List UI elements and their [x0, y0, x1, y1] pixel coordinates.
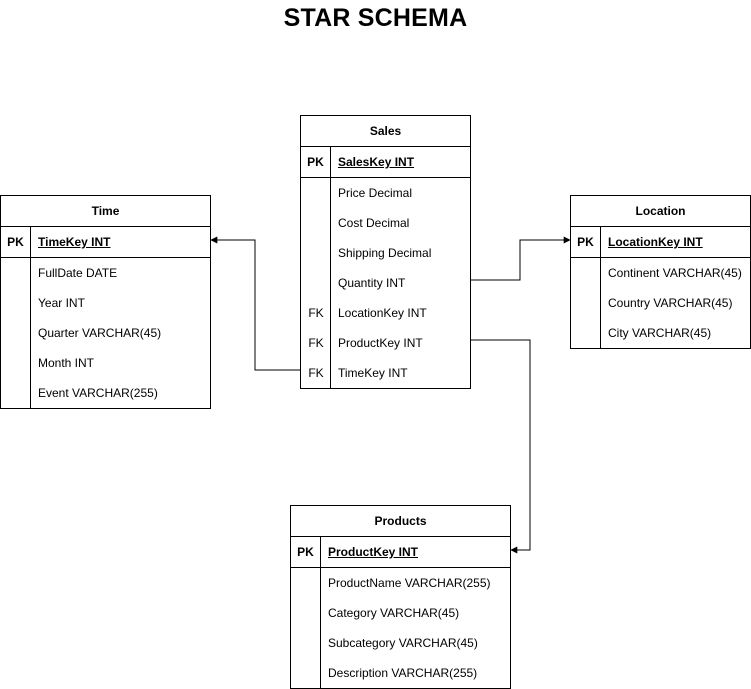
table-products-header: Products	[291, 506, 510, 537]
table-sales-header: Sales	[301, 116, 470, 147]
edge-sales-products	[470, 339, 531, 554]
pk-label: PK	[1, 227, 31, 257]
table-row[interactable]: Event VARCHAR(255)	[31, 378, 210, 408]
field-label: Quarter VARCHAR(45)	[38, 326, 162, 340]
table-row[interactable]: Quantity INT	[301, 268, 470, 298]
field-label: Continent VARCHAR(45)	[608, 266, 742, 280]
field-label: TimeKey INT	[338, 366, 408, 380]
edge-sales-location	[470, 236, 571, 281]
table-row[interactable]: FullDate DATE	[31, 258, 210, 288]
table-products[interactable]: Products PK ProductKey INT ProductName V…	[290, 505, 511, 689]
key-column	[1, 258, 31, 408]
field-label: Event VARCHAR(255)	[38, 386, 158, 400]
key-label	[301, 268, 331, 298]
pk-field: TimeKey INT	[38, 235, 111, 249]
field-label: Category VARCHAR(45)	[328, 606, 460, 620]
pk-label: PK	[291, 537, 321, 567]
field-label: Subcategory VARCHAR(45)	[328, 636, 478, 650]
key-label	[301, 178, 331, 208]
table-location-header: Location	[571, 196, 750, 227]
edge-sales-time	[210, 236, 300, 371]
key-label: FK	[308, 306, 324, 320]
field-label: Cost Decimal	[338, 216, 410, 230]
table-row[interactable]: Country VARCHAR(45)	[601, 288, 750, 318]
pk-field: ProductKey INT	[328, 545, 419, 559]
table-row[interactable]: Category VARCHAR(45)	[321, 598, 510, 628]
pk-field: SalesKey INT	[338, 155, 415, 169]
table-products-pk-row[interactable]: PK ProductKey INT	[291, 537, 510, 568]
table-row[interactable]: Price Decimal	[301, 178, 470, 208]
field-label: ProductKey INT	[338, 336, 423, 350]
table-row[interactable]: City VARCHAR(45)	[601, 318, 750, 348]
table-row[interactable]: Continent VARCHAR(45)	[601, 258, 750, 288]
field-label: Quantity INT	[338, 276, 406, 290]
table-location-pk-row[interactable]: PK LocationKey INT	[571, 227, 750, 258]
field-label: ProductName VARCHAR(255)	[328, 576, 491, 590]
table-row[interactable]: Year INT	[31, 288, 210, 318]
table-row[interactable]: Quarter VARCHAR(45)	[31, 318, 210, 348]
table-row[interactable]: Month INT	[31, 348, 210, 378]
table-time-pk-row[interactable]: PK TimeKey INT	[1, 227, 210, 258]
field-label: Year INT	[38, 296, 85, 310]
diagram-title: STAR SCHEMA	[283, 4, 468, 32]
field-label: LocationKey INT	[338, 306, 427, 320]
pk-field: LocationKey INT	[608, 235, 703, 249]
key-label	[301, 238, 331, 268]
field-label: Country VARCHAR(45)	[608, 296, 733, 310]
table-row[interactable]: ProductName VARCHAR(255)	[321, 568, 510, 598]
pk-label: PK	[571, 227, 601, 257]
table-sales-pk-row[interactable]: PK SalesKey INT	[301, 147, 470, 178]
key-column	[571, 258, 601, 348]
field-label: Month INT	[38, 356, 95, 370]
key-label	[301, 208, 331, 238]
table-time[interactable]: Time PK TimeKey INT FullDate DATE Year I…	[0, 195, 211, 409]
pk-label: PK	[301, 147, 331, 177]
table-row[interactable]: Description VARCHAR(255)	[321, 658, 510, 688]
key-label: FK	[308, 336, 324, 350]
field-label: FullDate DATE	[38, 266, 118, 280]
table-time-header: Time	[1, 196, 210, 227]
field-label: Description VARCHAR(255)	[328, 666, 478, 680]
table-location[interactable]: Location PK LocationKey INT Continent VA…	[570, 195, 751, 349]
field-label: City VARCHAR(45)	[608, 326, 712, 340]
table-row[interactable]: Subcategory VARCHAR(45)	[321, 628, 510, 658]
table-row[interactable]: Shipping Decimal	[301, 238, 470, 268]
key-label: FK	[308, 366, 324, 380]
field-label: Shipping Decimal	[338, 246, 432, 260]
table-sales[interactable]: Sales PK SalesKey INT Price Decimal Cost…	[300, 115, 471, 389]
field-label: Price Decimal	[338, 186, 413, 200]
table-row[interactable]: FK LocationKey INT	[301, 298, 470, 328]
table-row[interactable]: Cost Decimal	[301, 208, 470, 238]
key-column	[291, 568, 321, 688]
key-column	[301, 178, 331, 388]
table-row[interactable]: FK ProductKey INT	[301, 328, 470, 358]
table-row[interactable]: FK TimeKey INT	[301, 358, 470, 388]
